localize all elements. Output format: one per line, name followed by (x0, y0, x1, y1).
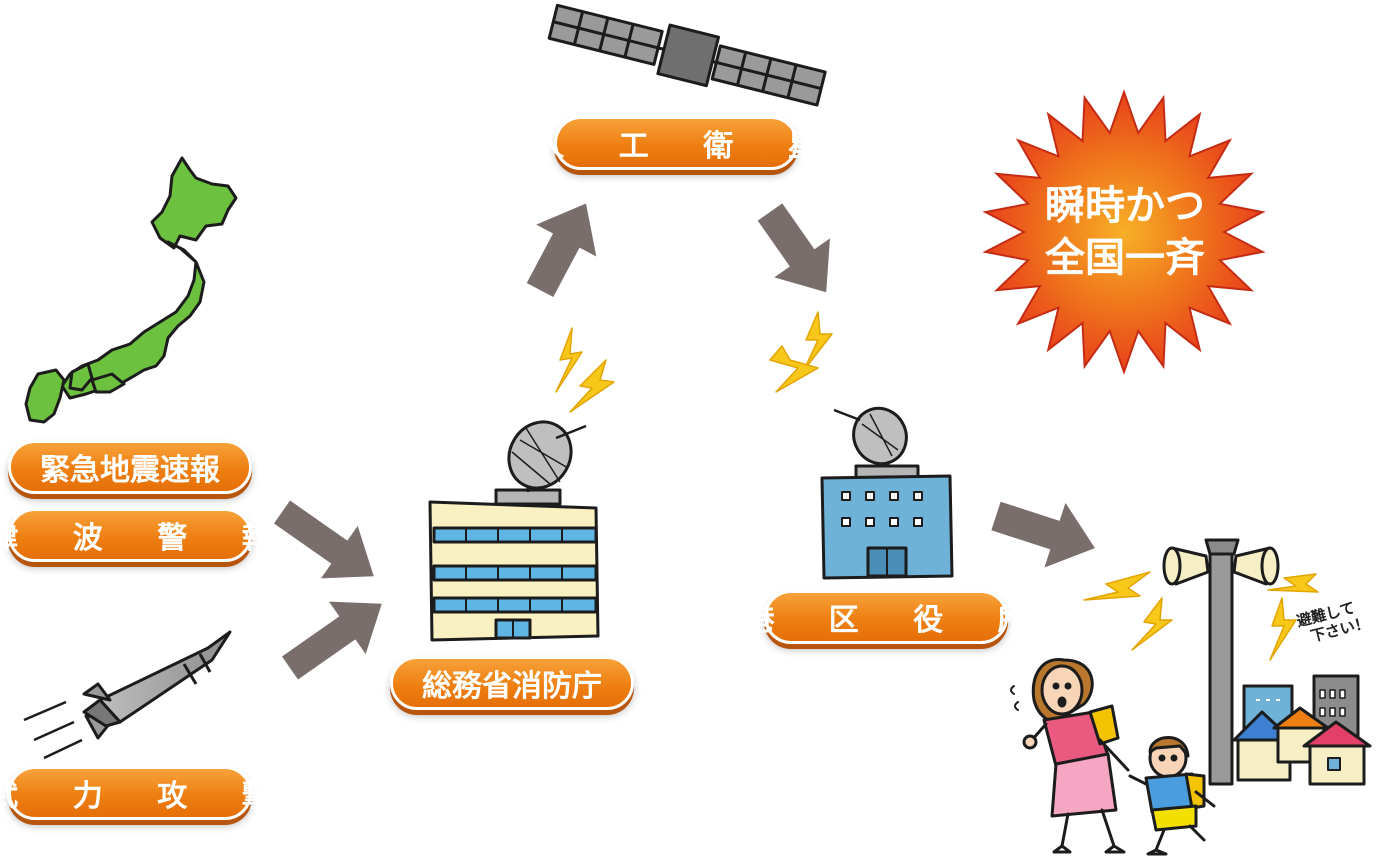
label-emergency-quake: 緊急地震速報 (8, 440, 252, 494)
bolt-icon (769, 345, 819, 393)
arrow-ward-to-speaker (991, 501, 1095, 568)
label-tsunami: 津 波 警 報 (0, 508, 272, 562)
starburst-badge (982, 88, 1266, 376)
burst-line-1: 瞬時かつ (1045, 183, 1205, 229)
arrow-attack-to-fdma (281, 601, 382, 680)
loudspeaker-pole (1162, 538, 1372, 786)
bolt-icon (555, 327, 583, 393)
burst-caption: 瞬時かつ 全国一斉 (1020, 180, 1230, 284)
fdma-building (428, 420, 600, 642)
missile-illustration (23, 630, 232, 760)
label-ward-office: 港 区 役 所 (744, 590, 1028, 644)
arrow-alerts-to-fdma (273, 500, 374, 579)
burst-line-2: 全国一斉 (1045, 235, 1205, 281)
label-fdma: 総務省消防庁 (390, 656, 634, 710)
flow-arrows (273, 203, 1095, 680)
ward-office-building (820, 406, 954, 580)
signal-bolts (555, 311, 1319, 661)
arrow-fdma-to-satellite (526, 203, 597, 298)
bolt-icon (803, 311, 833, 371)
bolt-icon (1269, 597, 1297, 661)
label-satellite: 人 工 衛 星 (534, 116, 818, 170)
arrow-satellite-to-ward (757, 203, 830, 293)
bolt-icon (569, 359, 615, 413)
bolt-icon (1083, 571, 1151, 601)
label-armed-attack: 武 力 攻 撃 (0, 766, 272, 820)
bolt-icon (1131, 597, 1173, 651)
satellite-illustration (547, 3, 827, 107)
japan-map (24, 156, 238, 424)
evacuating-people (1010, 658, 1216, 856)
bolt-icon (1267, 573, 1319, 593)
